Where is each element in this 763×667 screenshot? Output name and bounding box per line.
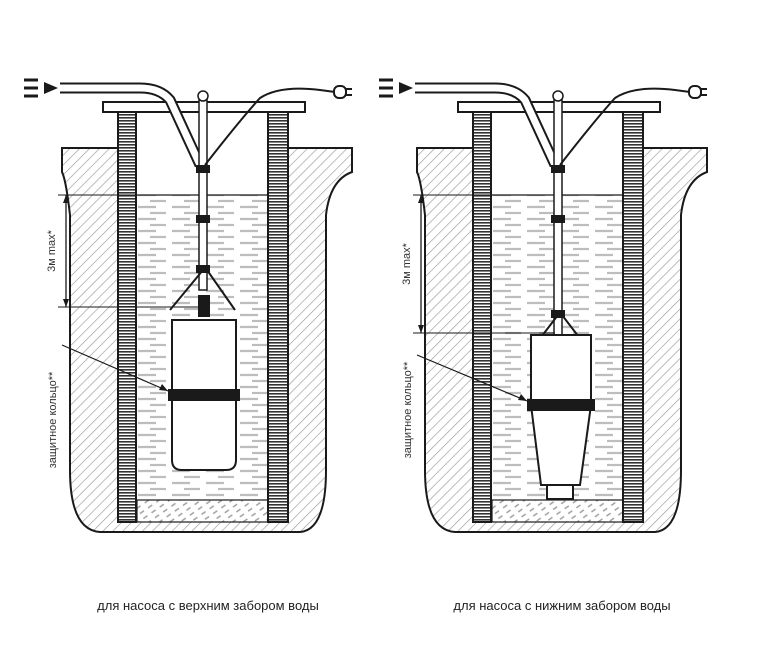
cable-clamp — [552, 90, 564, 102]
casing-pipe-left — [472, 111, 492, 523]
depth-label: 3м max* — [401, 242, 413, 285]
hose — [60, 84, 204, 167]
depth-label: 3м max* — [46, 229, 58, 272]
gravel-filter — [491, 499, 624, 523]
ring-leader-line — [416, 354, 528, 402]
plug-icon — [333, 85, 347, 99]
protective-ring — [168, 389, 240, 401]
ring-arrow-icon — [518, 394, 527, 401]
cable-tie — [551, 215, 565, 223]
ring-label: защитное кольцо** — [47, 371, 59, 468]
flow-arrow-icon — [399, 82, 413, 94]
well-bottom-intake: 3м max* защитное кольцо** — [379, 78, 708, 533]
flow-arrow-icon — [44, 82, 58, 94]
cable-tie — [551, 165, 565, 173]
ring-arrow-icon — [159, 384, 168, 391]
cable-tie — [196, 165, 210, 173]
power-cable — [559, 87, 691, 166]
cable-clamp — [197, 90, 209, 102]
casing-pipe-right — [622, 111, 644, 523]
casing-pipe-left — [117, 111, 137, 523]
protective-ring — [527, 399, 595, 411]
well-top-intake: 3м max* защитное кольцо** — [24, 78, 353, 533]
ring-leader-line — [61, 344, 169, 392]
cable-tie — [196, 215, 210, 223]
cable-tie — [196, 265, 210, 273]
power-cable — [204, 87, 336, 166]
hose — [415, 84, 559, 167]
ring-label: защитное кольцо** — [402, 361, 414, 458]
gravel-filter — [136, 499, 269, 523]
pump-intake — [546, 484, 574, 500]
plug-icon — [688, 85, 702, 99]
caption-bottom-intake: для насоса с нижним забором воды — [453, 598, 671, 613]
pump-harness — [169, 269, 236, 311]
suspension-cable — [198, 95, 208, 291]
casing-pipe-right — [267, 111, 289, 523]
cable-tie — [551, 310, 565, 318]
pump-intake — [198, 295, 210, 317]
caption-top-intake: для насоса с верхним забором воды — [97, 598, 319, 613]
